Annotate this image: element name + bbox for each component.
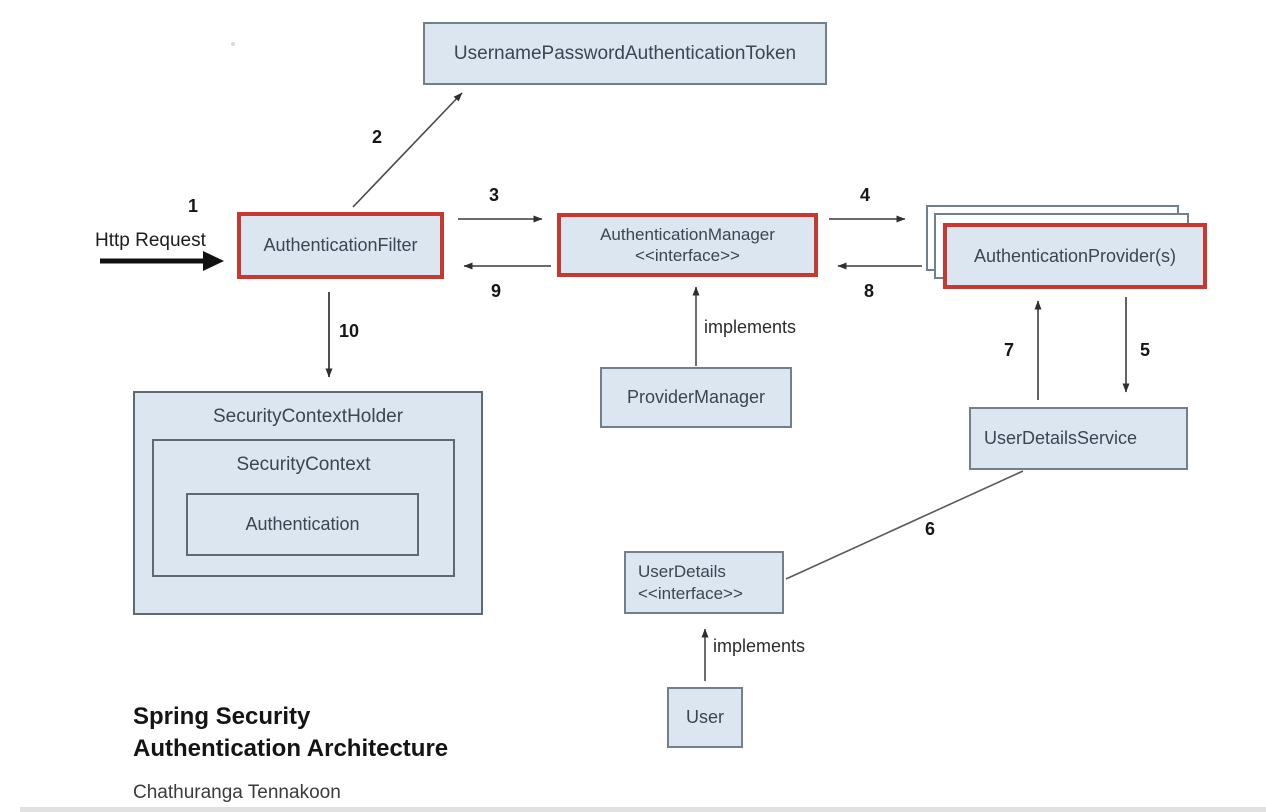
step-10-label: 10 — [339, 321, 360, 341]
arrow-http-request-head — [203, 251, 224, 271]
node-authentication-manager: AuthenticationManager <<interface>> — [557, 213, 818, 277]
bottom-edge-strip — [20, 807, 1266, 812]
step-9-label: 9 — [491, 281, 502, 301]
step-8-label: 8 — [864, 281, 875, 301]
node-authentication-filter: AuthenticationFilter — [237, 212, 444, 279]
node-user-details: UserDetails <<interface>> — [624, 551, 784, 614]
node-user: User — [667, 687, 743, 748]
node-authentication-provider: AuthenticationProvider(s) — [943, 223, 1207, 289]
step-3-label: 3 — [489, 185, 500, 205]
implements-user-label: implements — [713, 636, 806, 656]
step-1-label: 1 — [188, 196, 199, 216]
node-label: UsernamePasswordAuthenticationToken — [453, 42, 797, 64]
http-request-label: Http Request — [95, 230, 206, 251]
diagram-author: Chathuranga Tennakoon — [133, 782, 341, 803]
node-authentication: Authentication — [186, 493, 419, 556]
node-stereotype: <<interface>> — [638, 583, 743, 603]
node-label: SecurityContextHolder — [212, 406, 404, 427]
step-7-label: 7 — [1004, 340, 1015, 360]
diagram-title-line2: Authentication Architecture — [133, 734, 449, 762]
node-label: AuthenticationFilter — [263, 235, 418, 256]
step-6-label: 6 — [925, 519, 936, 539]
node-label: UserDetailsService — [984, 428, 1138, 449]
stray-dot — [231, 42, 235, 46]
implements-provider-manager-label: implements — [704, 317, 797, 337]
node-label: SecurityContext — [236, 454, 371, 475]
step-5-label: 5 — [1140, 340, 1151, 360]
node-provider-manager: ProviderManager — [600, 367, 792, 428]
node-label: ProviderManager — [626, 387, 766, 408]
node-label: AuthenticationManager — [600, 224, 775, 244]
node-stereotype: <<interface>> — [635, 246, 740, 265]
diagram-title-line1: Spring Security — [133, 703, 311, 730]
diagram-title: Spring Security Authentication Architect… — [133, 701, 448, 764]
node-label: User — [685, 707, 724, 728]
step-4-label: 4 — [860, 185, 871, 205]
line-step-6 — [785, 470, 1024, 580]
node-label: UserDetails — [638, 562, 726, 582]
node-username-password-authentication-token: UsernamePasswordAuthenticationToken — [423, 22, 827, 85]
arrow-step-2 — [352, 92, 463, 208]
node-user-details-service: UserDetailsService — [969, 407, 1188, 470]
node-label: Authentication — [245, 514, 360, 535]
step-2-label: 2 — [372, 127, 383, 147]
node-label: AuthenticationProvider(s) — [973, 245, 1177, 266]
